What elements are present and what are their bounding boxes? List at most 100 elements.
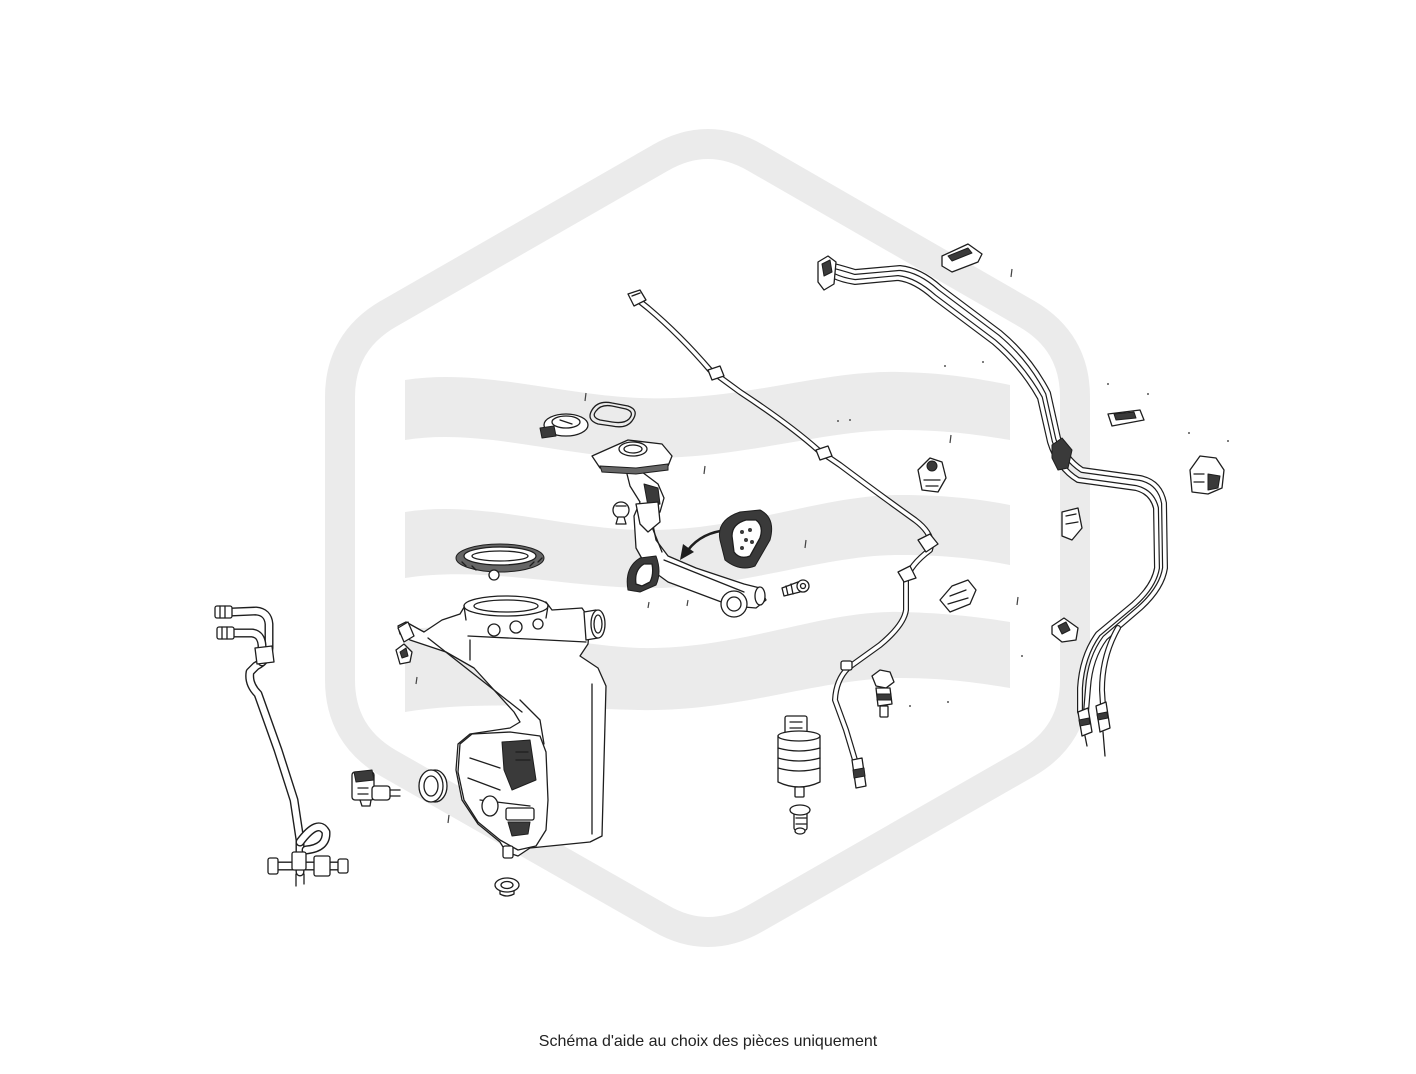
- watermark-logo-shape: [325, 129, 1090, 947]
- filler-neck-shape: [726, 596, 742, 612]
- pump-grommet: [789, 804, 811, 835]
- callout-ticks-shape: [837, 420, 839, 422]
- callout-ticks: [415, 268, 1229, 824]
- callout-ticks-shape: [1188, 432, 1190, 434]
- hose-clip-upper-center: [917, 457, 947, 493]
- callout-ticks-shape: [647, 601, 650, 609]
- hose-assembly-left-shape: [219, 605, 226, 619]
- gasket-pad-shape: [748, 528, 752, 532]
- sensor-seal: [418, 769, 448, 803]
- filler-neck-shape: [643, 483, 661, 507]
- filler-cap-oval-shape: [463, 546, 537, 566]
- hose-clip-mid-right-shape: [1065, 513, 1079, 525]
- sensor-seal-shape: [423, 775, 439, 797]
- callout-ticks-shape: [1010, 268, 1013, 278]
- clip-small: [612, 501, 630, 525]
- diagram-caption: Schéma d'aide au choix des pièces unique…: [538, 1033, 878, 1050]
- hose-clip-upper-center-shape: [917, 457, 947, 493]
- callout-ticks-shape: [415, 676, 418, 685]
- hose-clip-dark-shape: [1051, 437, 1073, 471]
- callout-ticks-shape: [584, 392, 587, 402]
- callout-ticks-shape: [1107, 383, 1109, 385]
- hose-clip-center-shape: [939, 579, 977, 613]
- hose-harness-right-shape: [1078, 717, 1091, 727]
- washer-pump: [777, 715, 821, 798]
- pump-grommet-shape: [795, 817, 807, 825]
- washer-reservoir-shape: [519, 699, 545, 745]
- hose-assembly-left-shape: [267, 857, 279, 875]
- callout-ticks-shape: [1227, 440, 1229, 442]
- sensor-plug-shape: [871, 669, 895, 689]
- level-sensor-shape: [353, 769, 375, 783]
- callout-ticks-shape: [447, 814, 450, 824]
- washer-nozzle: [1189, 455, 1225, 495]
- tank-clip: [395, 643, 413, 665]
- washer-reservoir-shape: [532, 618, 544, 630]
- callout-ticks-shape: [804, 539, 807, 549]
- hose-clip-top-shape: [941, 243, 983, 273]
- washer-reservoir-shape: [509, 620, 523, 634]
- callout-ticks-shape: [1016, 596, 1019, 606]
- filler-cap-shape: [539, 425, 557, 439]
- washer-reservoir-shape: [505, 807, 535, 821]
- filler-cap-oval: [455, 543, 545, 581]
- screw-shape: [781, 581, 801, 597]
- callout-ticks-shape: [849, 419, 851, 421]
- callout-ticks-shape: [686, 599, 689, 607]
- screw-shape: [785, 583, 794, 596]
- filler-neck-shape: [635, 501, 661, 533]
- hose-harness-right: [817, 255, 1165, 757]
- hose-harness-middle: [627, 289, 939, 789]
- seal-ring-shape: [589, 401, 636, 428]
- gasket-pad-shape: [740, 530, 744, 534]
- callout-ticks-shape: [703, 465, 706, 475]
- washer-reservoir-shape: [397, 621, 415, 643]
- washer-reservoir-shape: [463, 595, 549, 617]
- hose-clip-upper-center-shape: [926, 460, 938, 472]
- screw-shape: [799, 582, 807, 590]
- hose-assembly-left-shape: [221, 626, 228, 640]
- level-sensor-shape: [359, 799, 372, 807]
- hose-clip-top-shape: [947, 247, 973, 262]
- hose-harness-right-shape: [1084, 731, 1106, 757]
- hose-assembly-left-shape: [295, 873, 305, 887]
- washer-reservoir-shape: [502, 845, 514, 859]
- clip-small-shape: [615, 516, 627, 525]
- hose-clip-mid-right: [1061, 507, 1083, 541]
- screw: [781, 579, 810, 597]
- watermark-logo-shape: [405, 371, 1010, 459]
- seal-ring: [589, 401, 636, 428]
- hose-assembly-left-shape: [214, 605, 233, 619]
- gasket-small-shape: [635, 563, 654, 587]
- filler-cap: [539, 413, 589, 439]
- hose-clip-center: [939, 579, 977, 613]
- filler-neck-shape: [618, 441, 648, 457]
- gasket-pad-shape: [744, 538, 748, 542]
- hose-harness-middle-shape: [707, 365, 725, 381]
- filler-neck-shape: [754, 586, 766, 606]
- callout-ticks-shape: [944, 365, 946, 367]
- clip-small-shape: [612, 501, 630, 519]
- washer-nozzle-shape: [1193, 473, 1205, 483]
- sensor-plug-shape: [879, 705, 889, 718]
- washer-pump-shape: [789, 721, 803, 729]
- hose-assembly-left-shape: [337, 858, 349, 874]
- hose-harness-middle-shape: [815, 445, 833, 461]
- pump-grommet-shape: [789, 804, 811, 816]
- pump-grommet-shape: [794, 827, 806, 835]
- hose-assembly-left-shape: [291, 851, 307, 871]
- level-sensor-shape: [371, 785, 391, 801]
- washer-pump-shape: [777, 747, 821, 772]
- sensor-seal-shape: [418, 769, 444, 803]
- washer-reservoir-shape: [593, 614, 603, 634]
- gasket-pad-shape: [740, 546, 744, 550]
- hose-clip-top: [941, 243, 983, 273]
- seal-ring-shape: [593, 404, 633, 424]
- drain-grommet: [494, 877, 520, 897]
- hose-clip-upper-right: [1107, 409, 1145, 427]
- hose-assembly-left-shape: [254, 645, 275, 665]
- washer-pump-shape: [794, 786, 805, 798]
- filler-cap-shape: [559, 419, 573, 425]
- hose-harness-middle-shape: [631, 292, 641, 297]
- filler-cap-oval-shape: [488, 569, 500, 581]
